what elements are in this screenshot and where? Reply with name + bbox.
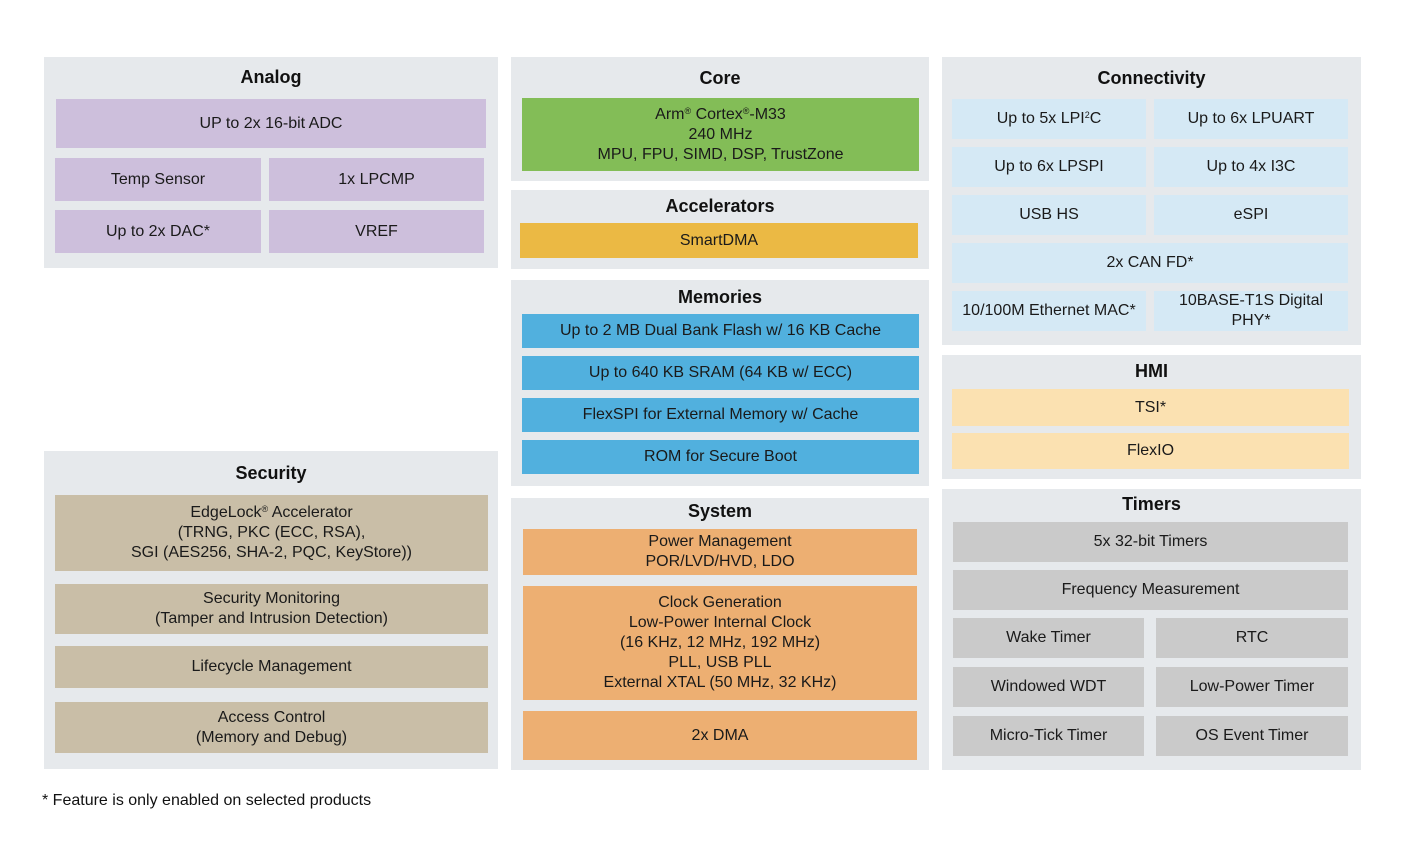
security-title: Security xyxy=(235,463,307,483)
flexspi-block: FlexSPI for External Memory w/ Cache xyxy=(522,398,919,432)
security-monitoring-block: Security Monitoring (Tamper and Intrusio… xyxy=(55,584,488,634)
32bit-timers-block: 5x 32-bit Timers xyxy=(953,522,1348,562)
cpu-features: MPU, FPU, SIMD, DSP, TrustZone xyxy=(597,145,844,163)
edgelock-title: EdgeLock® Accelerator xyxy=(190,504,353,521)
core-title: Core xyxy=(699,68,741,88)
lpuart-block: Up to 6x LPUART xyxy=(1154,99,1348,139)
temp-sensor-block: Temp Sensor xyxy=(55,158,261,201)
system-title: System xyxy=(687,501,753,521)
memories-panel: Memories Up to 2 MB Dual Bank Flash w/ 1… xyxy=(511,280,929,486)
lifecycle-block: Lifecycle Management xyxy=(55,646,488,688)
rtc-block: RTC xyxy=(1156,618,1348,658)
accelerators-title: Accelerators xyxy=(665,196,775,216)
security-panel: Security EdgeLock® Accelerator (TRNG, PK… xyxy=(44,451,498,769)
flexio-block: FlexIO xyxy=(952,433,1349,469)
micro-tick-timer-block: Micro-Tick Timer xyxy=(953,716,1144,756)
usb-hs-block: USB HS xyxy=(952,195,1146,235)
power-management-block: Power Management POR/LVD/HVD, LDO xyxy=(523,529,917,575)
espi-block: eSPI xyxy=(1154,195,1348,235)
smartdma-block: SmartDMA xyxy=(520,223,918,258)
low-power-timer-block: Low-Power Timer xyxy=(1156,667,1348,707)
lpcmp-block: 1x LPCMP xyxy=(269,158,484,201)
edgelock-block: EdgeLock® Accelerator (TRNG, PKC (ECC, R… xyxy=(55,495,488,571)
cpu-frequency: 240 MHz xyxy=(688,125,753,143)
cpu-block: Arm® Cortex®-M33 240 MHz MPU, FPU, SIMD,… xyxy=(522,98,919,171)
footnote: * Feature is only enabled on selected pr… xyxy=(42,792,372,809)
os-event-timer-block: OS Event Timer xyxy=(1156,716,1348,756)
vref-block: VREF xyxy=(269,210,484,253)
wake-timer-block: Wake Timer xyxy=(953,618,1144,658)
hmi-panel: HMI TSI* FlexIO xyxy=(942,355,1361,479)
accelerators-panel: Accelerators SmartDMA xyxy=(511,190,929,269)
memories-title: Memories xyxy=(677,287,763,307)
connectivity-title: Connectivity xyxy=(1097,68,1206,88)
rom-block: ROM for Secure Boot xyxy=(522,440,919,474)
analog-title: Analog xyxy=(240,67,302,87)
dac-block: Up to 2x DAC* xyxy=(55,210,261,253)
system-panel: System Power Management POR/LVD/HVD, LDO… xyxy=(511,498,929,770)
dma-block: 2x DMA xyxy=(523,711,917,760)
digital-phy-block: 10BASE-T1S Digital PHY* xyxy=(1154,291,1348,331)
ethernet-mac-block: 10/100M Ethernet MAC* xyxy=(952,291,1146,331)
flash-block: Up to 2 MB Dual Bank Flash w/ 16 KB Cach… xyxy=(522,314,919,348)
cpu-name: Arm® Cortex®-M33 xyxy=(655,105,786,123)
hmi-title: HMI xyxy=(1135,361,1168,381)
lpspi-block: Up to 6x LPSPI xyxy=(952,147,1146,187)
edgelock-details: (TRNG, PKC (ECC, RSA), SGI (AES256, SHA-… xyxy=(131,524,412,561)
access-control-block: Access Control (Memory and Debug) xyxy=(55,702,488,753)
tsi-block: TSI* xyxy=(952,389,1349,426)
i3c-block: Up to 4x I3C xyxy=(1154,147,1348,187)
analog-panel: Analog UP to 2x 16-bit ADC Temp Sensor 1… xyxy=(44,57,498,268)
connectivity-panel: Connectivity Up to 5x LPI2C Up to 6x LPU… xyxy=(942,57,1361,345)
timers-title: Timers xyxy=(1122,494,1181,514)
windowed-wdt-block: Windowed WDT xyxy=(953,667,1144,707)
core-panel: Core Arm® Cortex®-M33 240 MHz MPU, FPU, … xyxy=(511,57,929,181)
clock-generation-block: Clock Generation Low-Power Internal Cloc… xyxy=(523,586,917,700)
adc-block: UP to 2x 16-bit ADC xyxy=(56,99,486,148)
lpi2c-block: Up to 5x LPI2C xyxy=(952,99,1146,139)
can-fd-block: 2x CAN FD* xyxy=(952,243,1348,283)
sram-block: Up to 640 KB SRAM (64 KB w/ ECC) xyxy=(522,356,919,390)
frequency-measurement-block: Frequency Measurement xyxy=(953,570,1348,610)
timers-panel: Timers 5x 32-bit Timers Frequency Measur… xyxy=(942,489,1361,770)
